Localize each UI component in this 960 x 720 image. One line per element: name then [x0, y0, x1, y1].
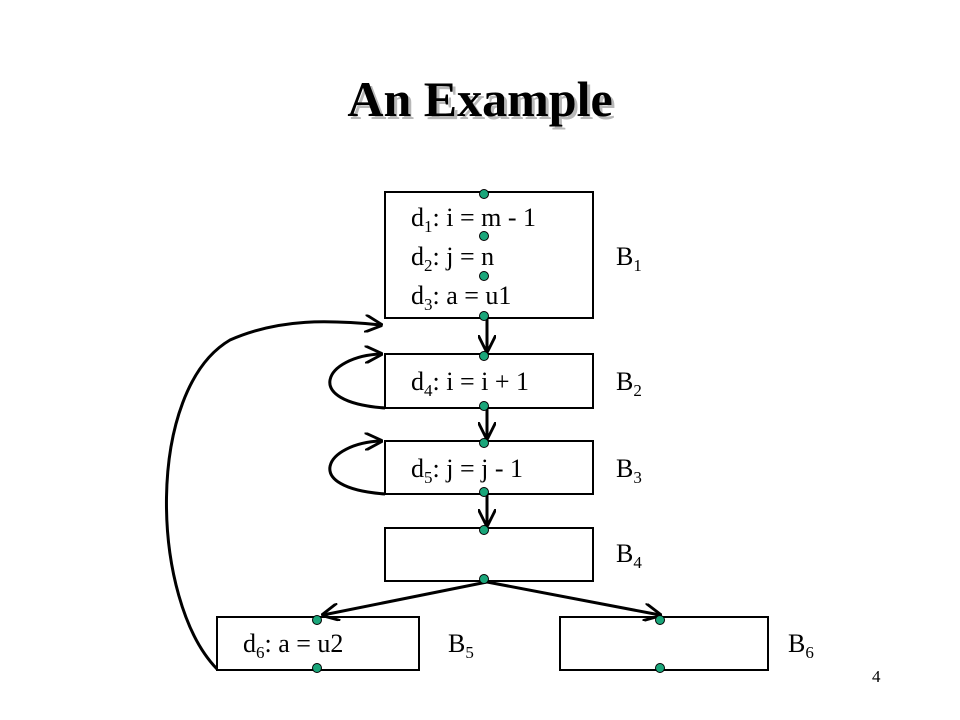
edge-b5-to-b2 — [164, 322, 381, 671]
edge-b2-self-loop — [328, 354, 386, 410]
program-point — [479, 189, 489, 199]
slide-title: An Example — [347, 71, 613, 127]
edge-b3-self-loop — [328, 441, 386, 496]
program-point — [312, 663, 322, 673]
block-b3-box — [384, 440, 594, 495]
program-point — [312, 615, 322, 625]
statement-d6: d6: a = u2 — [243, 629, 343, 662]
program-point — [479, 487, 489, 497]
program-point — [479, 271, 489, 281]
program-point — [479, 231, 489, 241]
page-number: 4 — [872, 667, 881, 686]
block-label-b3: B3 — [616, 454, 642, 487]
block-b1-box — [384, 191, 594, 319]
program-point — [479, 401, 489, 411]
block-b2-box — [384, 353, 594, 409]
statement-d5: d5: j = j - 1 — [411, 454, 523, 487]
block-label-b4: B4 — [616, 539, 642, 572]
program-point — [479, 574, 489, 584]
block-label-b5: B5 — [448, 629, 474, 662]
program-point — [479, 438, 489, 448]
block-label-b6: B6 — [788, 629, 814, 662]
program-points — [312, 189, 665, 673]
block-b4-box — [384, 527, 594, 582]
program-point — [479, 351, 489, 361]
block-label-b1: B1 — [616, 242, 642, 275]
block-b6-box — [559, 616, 769, 671]
block-label-b2: B2 — [616, 367, 642, 400]
statement-d4: d4: i = i + 1 — [411, 367, 529, 400]
edge-b4-b5 — [323, 580, 488, 615]
program-point — [479, 525, 489, 535]
statement-d3: d3: a = u1 — [411, 281, 511, 314]
edge-b4-b6 — [486, 580, 660, 615]
statement-d1: d1: i = m - 1 — [411, 203, 536, 236]
program-point — [655, 615, 665, 625]
statement-d2: d2: j = n — [411, 242, 494, 275]
program-point — [655, 663, 665, 673]
program-point — [479, 311, 489, 321]
